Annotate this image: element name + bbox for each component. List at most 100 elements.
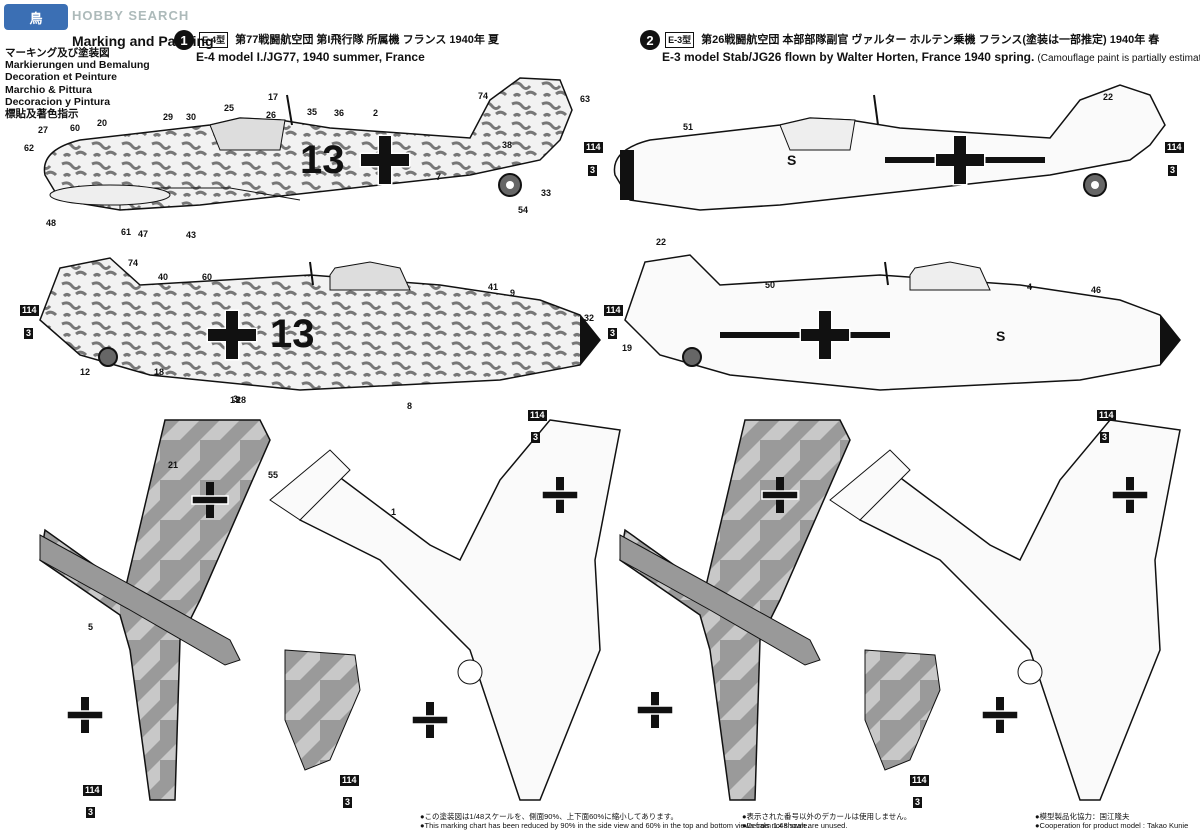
paint-box-a: 114 (910, 775, 929, 786)
variant-2-type: E-3型 (665, 32, 695, 48)
paint-box-b: 3 (86, 807, 96, 818)
variant-1-en: E-4 model I./JG77, 1940 summer, France (196, 50, 425, 64)
ref-number: 32 (584, 313, 595, 323)
footer-decal-note-jp: ●表示された番号以外のデカールは使用しません。 (742, 812, 912, 821)
variant-1-type: E-4型 (199, 32, 229, 48)
ref-number: 35 (307, 107, 318, 117)
paint-box-a: 114 (340, 775, 359, 786)
ref-number: 47 (138, 229, 149, 239)
ref-number: 55 (268, 470, 279, 480)
variant-2-en: E-3 model Stab/JG26 flown by Walter Hort… (662, 50, 1035, 64)
variant-1-bottom-view (269, 419, 621, 801)
variant-1-caption: 1 E-4型 第77戦闘航空団 第I飛行隊 所属機 フランス 1940年 夏 E… (174, 30, 499, 66)
ref-number: 60 (70, 123, 81, 133)
paint-box-b: 3 (1100, 432, 1110, 443)
ref-number: 5 (88, 622, 94, 632)
language-it: Marchio & Pittura (5, 83, 92, 96)
footer-scale-note-en: ●This marking chart has been reduced by … (420, 821, 810, 830)
ref-number: 28 (236, 395, 247, 405)
variant-2-code-right: S (787, 152, 797, 168)
paint-box-a: 114 (1165, 142, 1184, 153)
ref-number: 22 (656, 237, 667, 247)
ref-number: 36 (334, 108, 345, 118)
ref-number: 19 (622, 343, 633, 353)
ref-number: 51 (683, 122, 694, 132)
paint-box-b: 3 (531, 432, 541, 443)
paint-box-b: 3 (913, 797, 923, 808)
footer-scale-note: ●この塗装図は1/48スケールを、側面90%、上下面60%に縮小してあります。 … (420, 812, 809, 830)
ref-number: 13 (230, 395, 241, 405)
paint-box-a: 114 (584, 142, 603, 153)
ref-number: 54 (518, 205, 529, 215)
ref-number: 43 (186, 230, 197, 240)
paint-box-a: 114 (1097, 410, 1116, 421)
watermark-logo: 鳥 (4, 4, 68, 30)
ref-number: 21 (168, 460, 179, 470)
paint-box-b: 3 (1168, 165, 1178, 176)
variant-1-code-left: 13 (270, 312, 315, 356)
ref-number: 30 (186, 112, 197, 122)
ref-number: 8 (407, 401, 413, 411)
variant-1-right-side-view (43, 77, 573, 211)
ref-number: 38 (502, 140, 513, 150)
paint-box-b: 3 (24, 328, 34, 339)
variant-2-caption: 2 E-3型 第26戦闘航空団 本部部隊副官 ヴァルター ホルテン乗機 フランス… (640, 30, 1200, 66)
language-fr: Decoration et Peinture (5, 71, 118, 84)
ref-number: 41 (488, 282, 499, 292)
watermark-text: HOBBY SEARCH (72, 8, 190, 23)
ref-number: 74 (478, 91, 489, 101)
ref-number: 9 (510, 288, 516, 298)
variant-2-right-side-view (613, 84, 1166, 211)
ref-number: 3 (233, 394, 239, 404)
ref-number: 17 (268, 92, 279, 102)
footer-credit-jp: ●模型製品化協力：国江隆夫 (1035, 812, 1130, 821)
ref-number: 40 (158, 272, 169, 282)
language-es: Decoracion y Pintura (5, 95, 111, 108)
ref-number: 74 (128, 258, 139, 268)
footer-scale-note-jp: ●この塗装図は1/48スケールを、側面90%、上下面60%に縮小してあります。 (420, 812, 678, 821)
paint-box-a: 114 (604, 305, 623, 316)
paint-box-b: 3 (588, 165, 598, 176)
footer-decal-note: ●表示された番号以外のデカールは使用しません。 ●Decals not show… (742, 812, 911, 830)
variant-1-number: 1 (174, 30, 194, 50)
variant-2-top-view (619, 419, 941, 801)
ref-number: 27 (38, 125, 49, 135)
language-list: マーキング及び塗装図 Markierungen und Bemalung Dec… (5, 47, 150, 120)
ref-number: 7 (436, 172, 442, 182)
ref-number: 62 (24, 143, 35, 153)
ref-number: 29 (163, 112, 174, 122)
ref-number: 48 (46, 218, 57, 228)
ref-number: 12 (80, 367, 91, 377)
paint-box-b: 3 (343, 797, 353, 808)
footer-credit: ●模型製品化協力：国江隆夫 ●Cooperation for product m… (1035, 812, 1188, 830)
ref-number: 61 (121, 227, 132, 237)
ref-number: 46 (1091, 285, 1102, 295)
variant-1-code-right: 13 (300, 138, 345, 182)
ref-number: 22 (1103, 92, 1114, 102)
variant-2-code-left: S (996, 328, 1006, 344)
paint-box-a: 114 (528, 410, 547, 421)
ref-number: 25 (224, 103, 235, 113)
ref-number: 20 (97, 118, 108, 128)
ref-number: 18 (154, 367, 165, 377)
ref-number: 33 (541, 188, 552, 198)
variant-2-note: (Camouflage paint is partially estimated… (1037, 53, 1200, 64)
ref-number: 63 (580, 94, 591, 104)
paint-box-a: 114 (83, 785, 102, 796)
ref-number: 60 (202, 272, 213, 282)
language-jp: マーキング及び塗装図 (5, 47, 110, 59)
variant-2-jp: 第26戦闘航空団 本部部隊副官 ヴァルター ホルテン乗機 フランス(塗装は一部推… (701, 33, 1160, 46)
footer-decal-note-en: ●Decals not shown are unused. (742, 821, 848, 830)
language-de: Markierungen und Bemalung (5, 59, 150, 72)
paint-box-a: 114 (20, 305, 39, 316)
ref-number: 2 (373, 108, 379, 118)
variant-2-bottom-view (829, 419, 1181, 801)
ref-number: 26 (266, 110, 277, 120)
language-cn: 標貼及著色指示 (5, 108, 79, 121)
variant-1-jp: 第77戦闘航空団 第I飛行隊 所属機 フランス 1940年 夏 (235, 33, 499, 46)
ref-number: 4 (1027, 282, 1033, 292)
paint-box-b: 3 (608, 328, 618, 339)
variant-2-left-side-view (624, 254, 1181, 391)
variant-1-top-view (39, 419, 361, 801)
